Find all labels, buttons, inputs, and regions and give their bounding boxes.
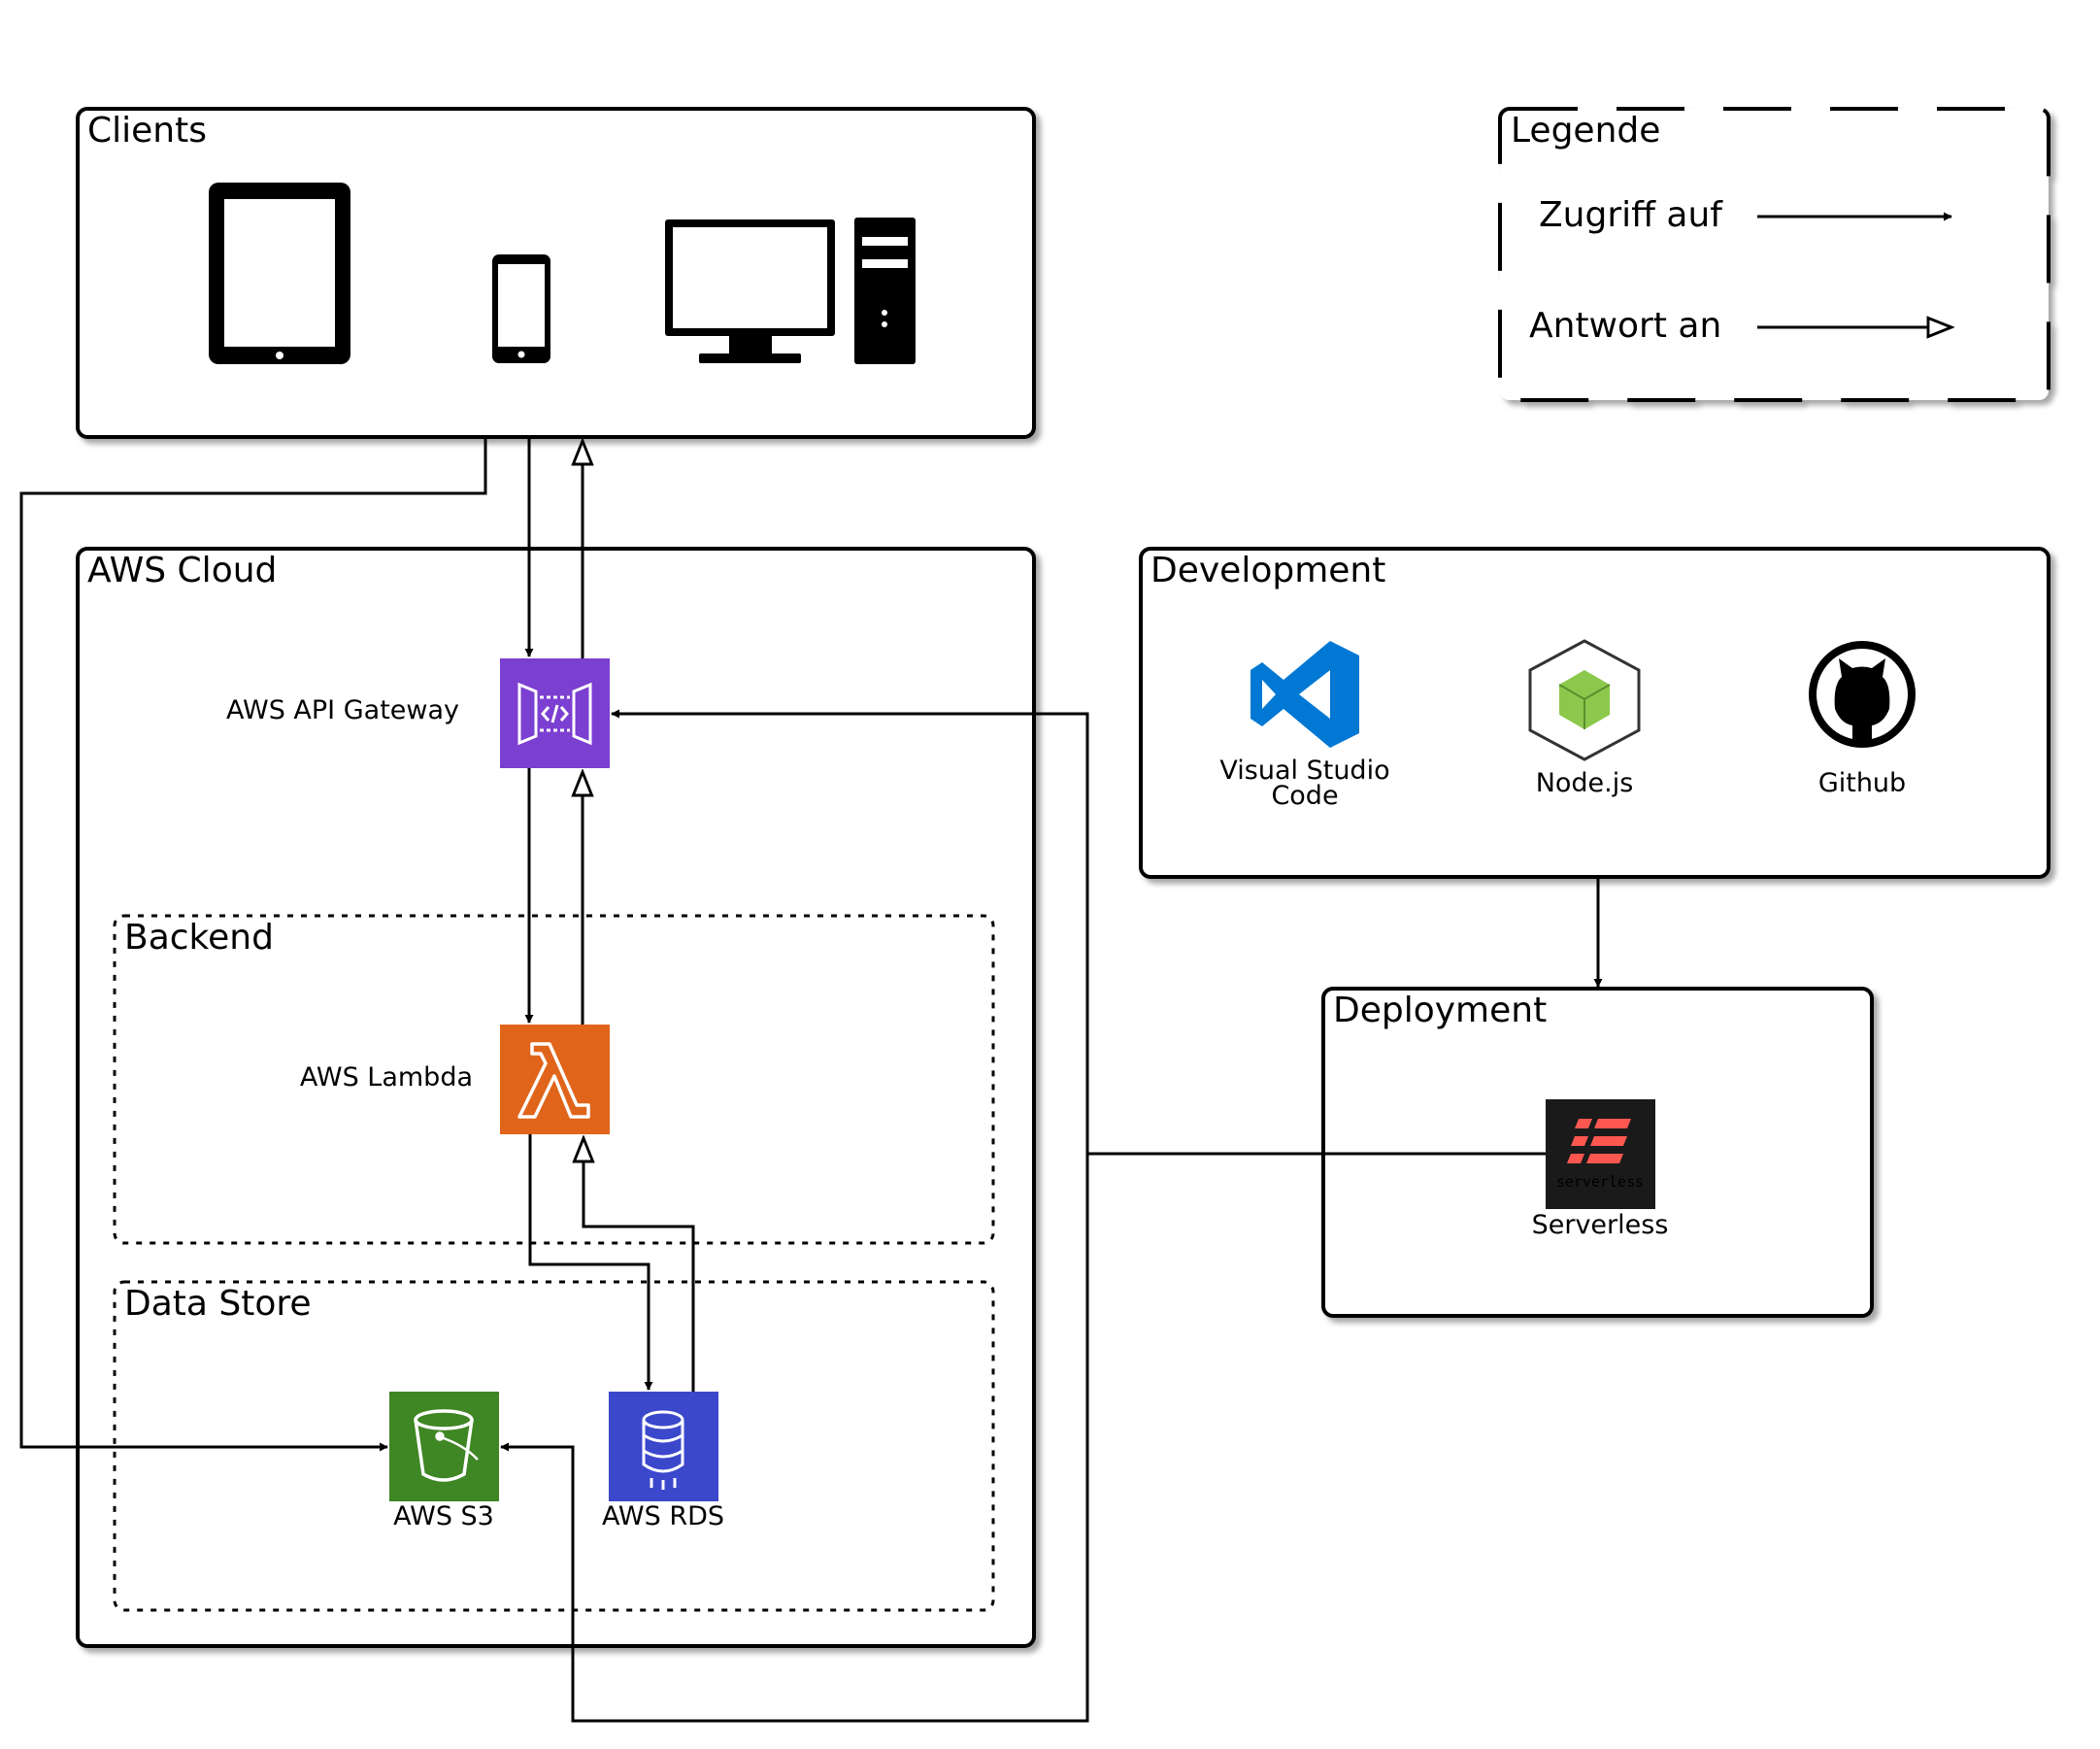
s3-tile xyxy=(389,1392,499,1501)
lambda-icon xyxy=(517,1042,590,1119)
backend-region: Backend xyxy=(113,914,995,1245)
development-title: Development xyxy=(1150,551,1385,590)
api-gateway-node: AWS API Gateway xyxy=(226,658,610,768)
nodejs-tool: Node.js xyxy=(1528,639,1641,798)
nodejs-label: Node.js xyxy=(1536,768,1634,798)
nodejs-icon xyxy=(1528,639,1641,761)
rds-database-icon xyxy=(642,1410,684,1490)
lambda-label: AWS Lambda xyxy=(300,1062,473,1093)
tablet-icon xyxy=(209,183,350,364)
vscode-label-line1: Visual Studio xyxy=(1219,756,1389,786)
serverless-icon xyxy=(1567,1119,1631,1163)
legend-response-label: Antwort an xyxy=(1529,306,1721,346)
legend-access-label: Zugriff auf xyxy=(1539,195,1723,235)
github-icon xyxy=(1809,641,1916,748)
github-tool: Github xyxy=(1809,641,1916,798)
rds-node: AWS RDS xyxy=(602,1392,724,1531)
s3-bucket-icon xyxy=(414,1409,479,1482)
clients-title: Clients xyxy=(87,111,207,151)
s3-node: AWS S3 xyxy=(389,1392,499,1531)
vscode-label-line2: Code xyxy=(1271,781,1338,811)
rds-label: AWS RDS xyxy=(602,1501,724,1531)
rds-to-lambda-arrow xyxy=(583,1138,695,1392)
lambda-to-rds-arrow xyxy=(528,1134,653,1391)
desktop-monitor-icon xyxy=(665,219,835,363)
legend-title: Legende xyxy=(1511,111,1660,151)
desktop-tower-icon xyxy=(854,218,916,364)
lambda-node: AWS Lambda xyxy=(300,1025,610,1134)
clients-to-s3-arrow xyxy=(19,437,487,1452)
serverless-tool: serverless Serverless xyxy=(1532,1099,1669,1240)
s3-label: AWS S3 xyxy=(393,1501,494,1531)
connectors xyxy=(19,437,1603,1723)
serverless-to-s3-arrow xyxy=(500,1154,1089,1723)
serverless-to-gateway-arrow xyxy=(611,709,1546,1156)
aws-cloud-title: AWS Cloud xyxy=(87,551,277,590)
data-store-region: Data Store xyxy=(113,1280,995,1612)
serverless-logo-text: serverless xyxy=(1556,1173,1644,1191)
api-gateway-icon xyxy=(517,682,592,746)
backend-title: Backend xyxy=(124,918,274,958)
api-gateway-label: AWS API Gateway xyxy=(226,695,459,725)
smartphone-icon xyxy=(492,254,550,363)
data-store-title: Data Store xyxy=(124,1284,312,1324)
serverless-label: Serverless xyxy=(1532,1210,1669,1240)
vscode-icon xyxy=(1250,641,1359,748)
github-label: Github xyxy=(1818,768,1906,798)
deployment-title: Deployment xyxy=(1333,991,1547,1030)
legend-box: Legende Zugriff auf Antwort an xyxy=(1498,107,2050,402)
vscode-tool: Visual Studio Code xyxy=(1219,641,1390,811)
